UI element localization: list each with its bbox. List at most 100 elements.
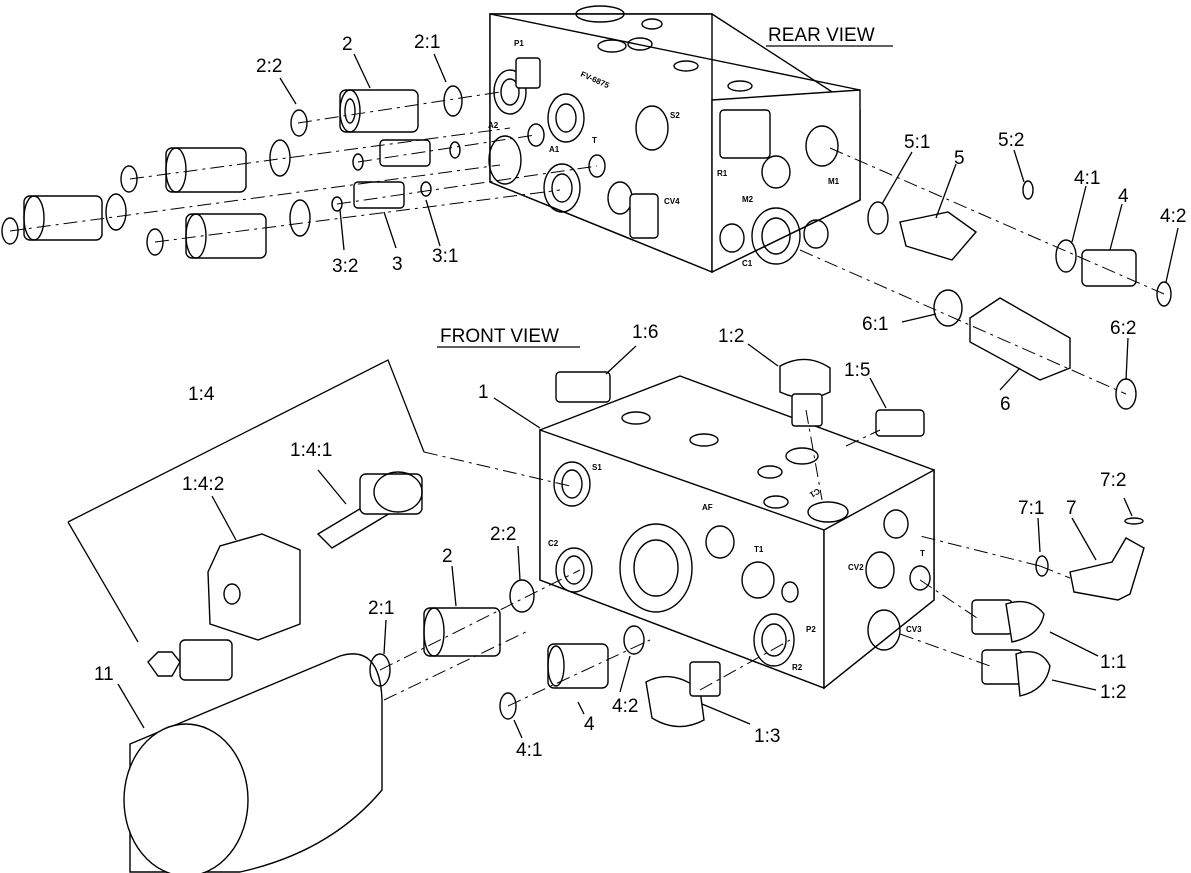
filter-11 bbox=[123, 653, 383, 873]
o-ring-7-1 bbox=[1035, 555, 1049, 577]
leader-lines bbox=[117, 53, 1179, 739]
o-ring-4-1 bbox=[1055, 239, 1077, 273]
rear-port-cv4: CV4 bbox=[664, 197, 680, 206]
rear-fitting-4 bbox=[1081, 249, 1137, 287]
bracket-1-4 bbox=[67, 359, 425, 523]
callout-f-1-2-bottom: 1:2 bbox=[1100, 682, 1126, 703]
callout-f-1-2-top: 1:2 bbox=[718, 326, 744, 347]
rear-port-r1: R1 bbox=[717, 169, 728, 178]
o-ring-2-1 bbox=[443, 85, 463, 117]
callout-f-1-1: 1:1 bbox=[1100, 652, 1126, 673]
callout-r-5-2: 5:2 bbox=[998, 130, 1024, 151]
rear-port-p1: P1 bbox=[514, 39, 524, 48]
callout-r-3-2: 3:2 bbox=[332, 256, 358, 277]
callout-f-11: 11 bbox=[94, 664, 114, 685]
callout-f-7-1: 7:1 bbox=[1018, 498, 1044, 519]
callout-r-2-2: 2:2 bbox=[256, 56, 282, 77]
callout-r-6-2: 6:2 bbox=[1110, 318, 1136, 339]
fitting-1-5 bbox=[875, 409, 925, 437]
rear-port-m1: M1 bbox=[828, 177, 840, 186]
rear-port-a2: A2 bbox=[488, 121, 499, 130]
o-ring bbox=[269, 139, 291, 177]
front-port-t1: T1 bbox=[754, 545, 764, 554]
callout-r-3: 3 bbox=[392, 254, 403, 275]
callout-f-2-2: 2:2 bbox=[490, 524, 516, 545]
plug-1-2-top bbox=[779, 358, 831, 427]
callout-f-1-4-1: 1:4:1 bbox=[290, 440, 332, 461]
rear-fitting-5-elbow bbox=[899, 211, 978, 261]
front-port-p2: P2 bbox=[806, 625, 816, 634]
o-ring-2-2 bbox=[290, 109, 308, 137]
rear-fitting-6 bbox=[969, 297, 1071, 381]
rear-port-s2: S2 bbox=[670, 111, 680, 120]
callout-f-7-2: 7:2 bbox=[1100, 470, 1126, 491]
rear-port-c1: C1 bbox=[742, 259, 753, 268]
elbow-fitting-7 bbox=[1069, 537, 1145, 601]
callout-f-4-2: 4:2 bbox=[612, 696, 638, 717]
callout-f-1-5: 1:5 bbox=[844, 360, 870, 381]
front-port-cv2: CV2 bbox=[848, 563, 864, 572]
plug-1-1 bbox=[971, 599, 1045, 643]
callout-r-5-1: 5:1 bbox=[904, 132, 930, 153]
solenoid-coil-1-4-2 bbox=[179, 533, 301, 681]
callout-r-2: 2 bbox=[342, 34, 353, 55]
rear-view: REAR VIEW bbox=[1, 5, 1172, 410]
callout-f-1-4: 1:4 bbox=[188, 384, 215, 405]
plug-1-3 bbox=[645, 661, 721, 728]
rear-view-title: REAR VIEW bbox=[768, 25, 875, 46]
front-port-s1: S1 bbox=[592, 463, 602, 472]
front-view-title: FRONT VIEW bbox=[440, 326, 559, 347]
callout-r-4: 4 bbox=[1118, 186, 1129, 207]
fitting-1-6 bbox=[555, 371, 611, 403]
callout-f-1-6: 1:6 bbox=[632, 322, 658, 343]
callout-r-6: 6 bbox=[1000, 394, 1011, 415]
front-port-af: AF bbox=[702, 503, 713, 512]
rear-port-t: T bbox=[592, 136, 597, 145]
o-ring-4-2 bbox=[1156, 281, 1172, 307]
callout-r-5: 5 bbox=[954, 148, 965, 169]
front-port-t: T bbox=[920, 549, 925, 558]
o-ring-4-2-front bbox=[623, 625, 645, 655]
callout-f-4: 4 bbox=[584, 714, 595, 735]
o-ring-5-2 bbox=[1022, 180, 1034, 200]
callout-f-2-1: 2:1 bbox=[368, 598, 394, 619]
rear-fitting-left-far bbox=[23, 195, 103, 241]
rear-valve-block: P1 A2 A1 T S2 CV4 FV-6875 R1 M2 M1 C1 bbox=[488, 5, 861, 274]
o-ring-2-2-front bbox=[509, 579, 535, 613]
callout-labels: 2:2 2 2:1 3:2 3 3:1 5:1 5 5:2 4:1 4 4:2 … bbox=[94, 32, 1186, 761]
callout-f-4-1: 4:1 bbox=[516, 740, 542, 761]
front-fitting-4 bbox=[547, 643, 609, 689]
rear-fitting-left-mid bbox=[165, 147, 247, 193]
solenoid-stem-1-4-1 bbox=[316, 471, 423, 549]
front-port-r2: R2 bbox=[792, 663, 803, 672]
front-block-right-face bbox=[823, 468, 935, 690]
front-valve-block: S1 C2 AF T1 P2 R2 C1 CV2 T CV3 bbox=[539, 375, 935, 690]
front-port-cv3: CV3 bbox=[906, 625, 922, 634]
nut bbox=[147, 651, 181, 677]
rear-fitting-left-low bbox=[185, 213, 267, 259]
o-ring-4-1-front bbox=[499, 692, 517, 720]
o-ring-5-1 bbox=[867, 201, 889, 235]
solenoid-group-1-4 bbox=[67, 359, 425, 681]
callout-r-4-1: 4:1 bbox=[1074, 168, 1100, 189]
o-ring-6-1 bbox=[933, 289, 963, 327]
front-view: FRONT VIEW S1 C2 bbox=[67, 326, 1145, 873]
callout-r-4-2: 4:2 bbox=[1160, 206, 1186, 227]
rear-port-m2: M2 bbox=[742, 195, 754, 204]
front-port-c2: C2 bbox=[548, 539, 559, 548]
callout-f-7: 7 bbox=[1066, 498, 1077, 519]
callout-r-6-1: 6:1 bbox=[862, 314, 888, 335]
o-ring-7-2 bbox=[1124, 517, 1144, 525]
callout-r-2-1: 2:1 bbox=[414, 32, 440, 53]
callout-f-1: 1 bbox=[478, 382, 489, 403]
o-ring-2-1-front bbox=[369, 653, 391, 687]
callout-r-3-1: 3:1 bbox=[432, 246, 458, 267]
callout-f-2: 2 bbox=[442, 546, 453, 567]
callout-f-1-4-2: 1:4:2 bbox=[182, 474, 224, 495]
rear-fitting-3-small bbox=[353, 139, 431, 209]
plug-1-2-bottom bbox=[981, 649, 1051, 697]
rear-port-a1: A1 bbox=[549, 145, 560, 154]
callout-f-1-3: 1:3 bbox=[754, 726, 780, 747]
